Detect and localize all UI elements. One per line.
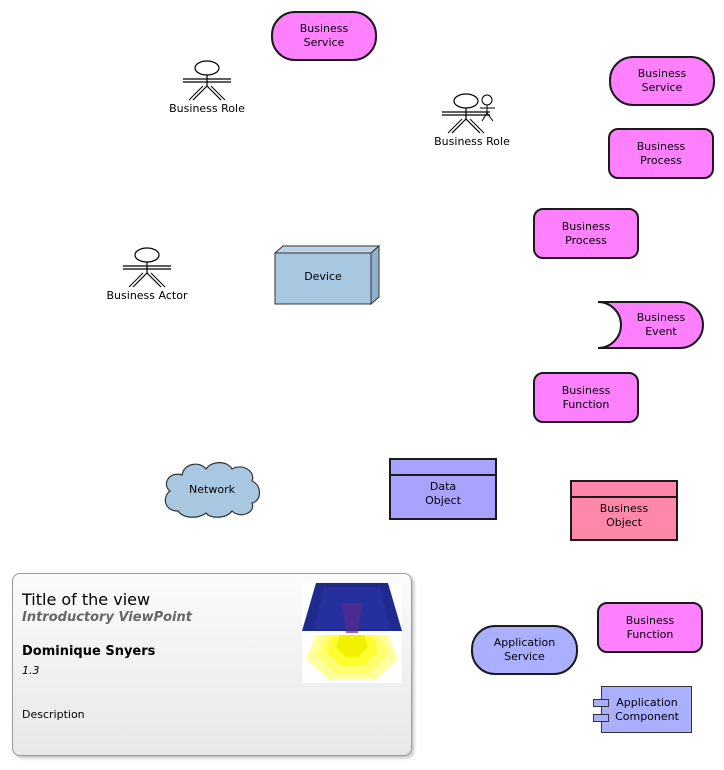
device-shape	[273, 244, 381, 306]
logo-image	[302, 583, 402, 683]
actor-caption: Business Role	[169, 102, 245, 115]
business-process-node-1[interactable]: Business Process	[608, 128, 714, 179]
business-process-node-2[interactable]: Business Process	[533, 208, 639, 259]
application-component-node[interactable]: Application Component	[593, 686, 693, 734]
node-label: Application Service	[493, 636, 556, 663]
business-role-icon	[442, 93, 495, 134]
object-header-band	[391, 460, 495, 476]
viewpoint-label: Introductory ViewPoint	[22, 610, 192, 625]
component-port-bottom	[593, 714, 609, 722]
business-event-node[interactable]: Business Event	[596, 301, 706, 349]
node-label: Network	[189, 483, 235, 496]
node-label: Business Process	[561, 219, 611, 247]
view-title: Title of the view	[22, 590, 151, 609]
object-header-band	[572, 482, 676, 498]
business-actor-icon	[123, 247, 171, 288]
business-role-node-2[interactable]: Business Role	[430, 93, 514, 148]
business-object-node[interactable]: Business Object	[570, 480, 678, 541]
business-function-node-1[interactable]: Business Function	[533, 372, 639, 423]
node-label: Business Process	[636, 139, 686, 167]
node-label: Business Event	[636, 311, 686, 338]
network-node[interactable]: Network	[160, 459, 264, 521]
node-label: Data Object	[425, 480, 461, 507]
application-service-node[interactable]: Application Service	[471, 625, 578, 675]
business-service-node-1[interactable]: Business Service	[271, 11, 377, 61]
description-text: Description	[22, 708, 85, 721]
business-service-node-2[interactable]: Business Service	[609, 56, 715, 106]
node-label: Business Service	[299, 22, 349, 49]
author-name: Dominique Snyers	[22, 644, 156, 659]
data-object-node[interactable]: Data Object	[389, 458, 497, 520]
device-node[interactable]: Device	[273, 244, 381, 306]
logo-graphic	[302, 583, 402, 679]
node-label: Device	[304, 270, 342, 283]
business-role-node-1[interactable]: Business Role	[165, 60, 249, 115]
node-label: Business Function	[625, 613, 675, 641]
business-role-icon	[183, 60, 231, 101]
node-label: Application Component	[615, 696, 679, 723]
view-info-card[interactable]: Title of the view Introductory ViewPoint…	[12, 573, 412, 756]
node-label: Business Service	[637, 67, 687, 94]
network-cloud-shape	[164, 462, 261, 518]
actor-caption: Business Role	[434, 135, 510, 148]
business-event-shape	[597, 301, 704, 349]
component-body	[601, 686, 692, 733]
actor-caption: Business Actor	[106, 289, 188, 302]
business-function-node-2[interactable]: Business Function	[597, 602, 703, 653]
component-port-top	[593, 699, 609, 707]
business-actor-node[interactable]: Business Actor	[102, 247, 192, 302]
version-number: 1.3	[22, 664, 40, 677]
node-label: Business Function	[561, 383, 611, 411]
node-label: Business Object	[599, 502, 649, 529]
